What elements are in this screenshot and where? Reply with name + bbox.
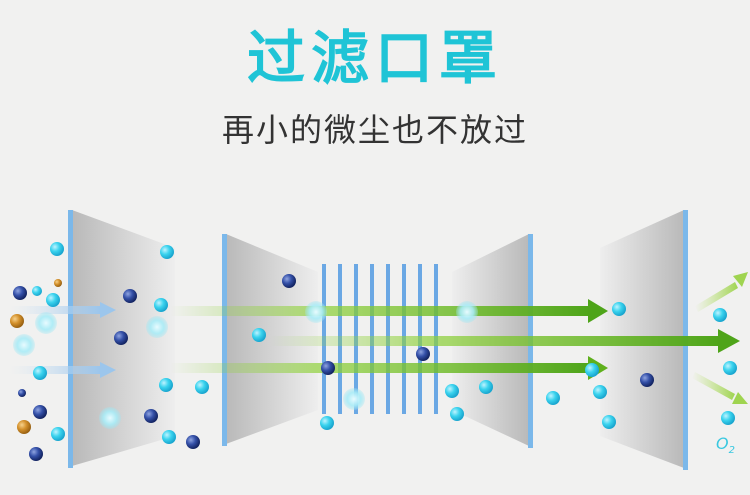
oxygen-subscript: 2: [728, 445, 735, 457]
oxygen-label: O2: [716, 434, 735, 456]
page-title: 过滤口罩: [246, 24, 503, 92]
page-subtitle: 再小的微尘也不放过: [221, 111, 528, 149]
oxygen-symbol: O: [716, 434, 729, 453]
outgoing-air-arrows: [692, 272, 748, 404]
dust-particles: [10, 242, 737, 461]
incoming-airflow-arrows: [10, 302, 116, 378]
